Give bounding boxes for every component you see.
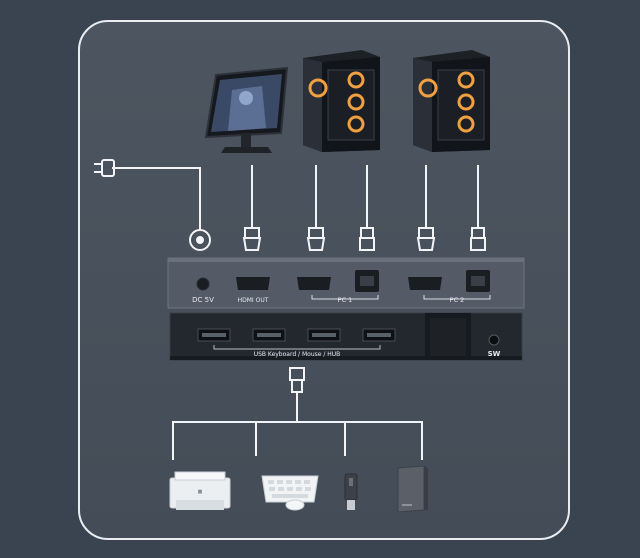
switch-button-icon xyxy=(488,334,500,346)
printer-icon: ■ xyxy=(169,471,231,510)
keyboard-and-mouse-icon xyxy=(261,475,319,511)
switch-label: SW xyxy=(488,350,501,358)
usb-a-port-icon xyxy=(362,328,396,342)
pc-2-hdmi-port-icon xyxy=(408,277,442,290)
hdmi-plug-icon xyxy=(306,227,326,251)
monitor-icon xyxy=(204,66,289,153)
usb-flash-drive-icon xyxy=(344,473,358,510)
pc-2-tower-icon xyxy=(413,50,490,152)
power-cable xyxy=(112,167,201,230)
svg-text:■: ■ xyxy=(198,489,203,495)
pc-1-tower-icon xyxy=(303,50,380,152)
usb-hub-label: USB Keyboard / Mouse / HUB xyxy=(254,351,341,358)
hdmi-plug-icon xyxy=(416,227,436,251)
usb-b-plug-icon xyxy=(470,227,486,251)
top-cables xyxy=(112,165,479,230)
hdmi-plug-icon xyxy=(242,227,262,251)
external-hard-drive-icon xyxy=(397,465,428,513)
pc-1-label: PC 1 xyxy=(338,296,353,304)
usb-b-plug-icon xyxy=(359,227,375,251)
power-plug-icon xyxy=(94,159,115,177)
usb-a-port-icon xyxy=(252,328,286,342)
usb-a-port-icon xyxy=(197,328,231,342)
pc-1-hdmi-port-icon xyxy=(297,277,331,290)
dc-5v-label: DC 5V xyxy=(192,296,214,304)
hdmi-out-port-icon xyxy=(236,277,270,290)
pc-2-label: PC 2 xyxy=(450,296,465,304)
kvm-front-panel: USB Keyboard / Mouse / HUB SW xyxy=(169,312,523,361)
power-connector-icon xyxy=(189,229,211,251)
dc-port-icon xyxy=(196,277,210,291)
hdmi-out-label: HDMI OUT xyxy=(238,297,269,304)
bottom-cables xyxy=(172,392,423,460)
kvm-back-panel: DC 5V HDMI OUT PC 1 PC 2 xyxy=(167,257,525,309)
usb-a-port-icon xyxy=(307,328,341,342)
usb-a-plug-icon xyxy=(289,367,305,393)
